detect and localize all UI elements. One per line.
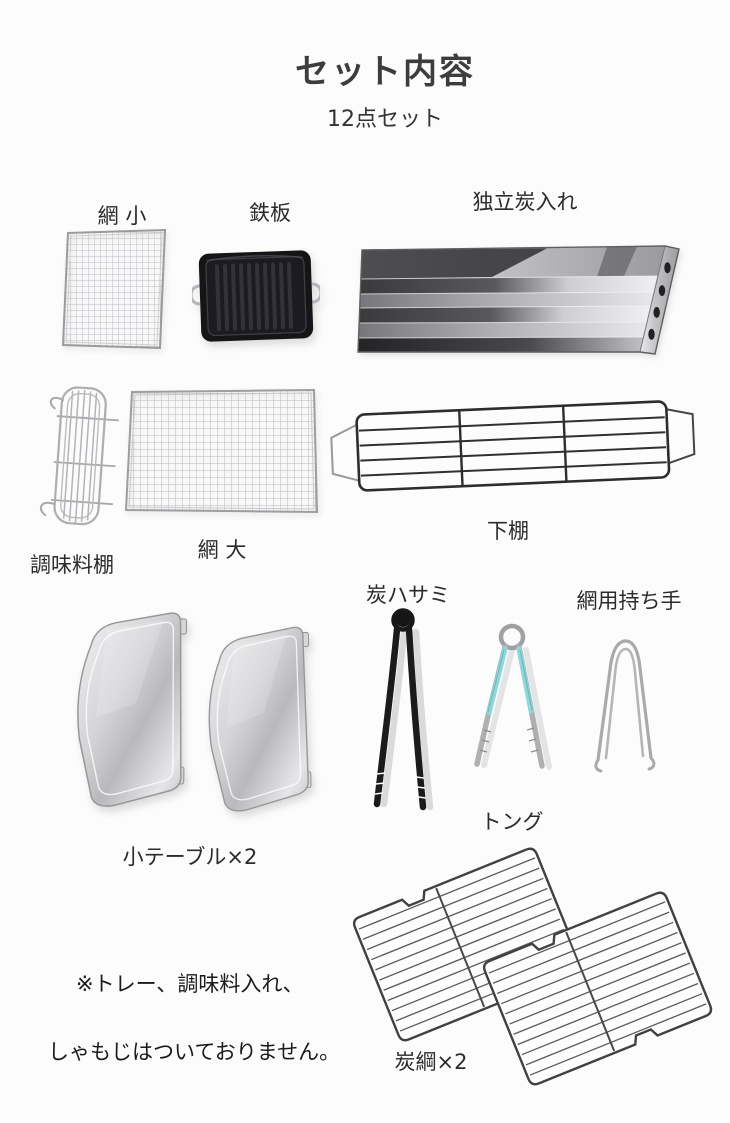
label-iron-plate: 鉄板 [249, 201, 291, 225]
label-mesh-large: 網 大 [197, 538, 247, 562]
charcoal-tongs-photo [373, 608, 434, 811]
label-lower-shelf: 下棚 [487, 519, 529, 543]
label-mesh-small: 網 小 [97, 204, 147, 228]
small-tables-photo [75, 610, 313, 813]
page-title: セット内容 [295, 52, 475, 92]
tongs-photo [474, 623, 552, 770]
label-mesh-handle: 網用持ち手 [576, 589, 682, 613]
seasoning-rack-photo [39, 386, 119, 526]
label-seasoning-rack: 調味料棚 [30, 553, 114, 577]
note-line-1: ※トレー、調味料入れ、 [76, 972, 304, 996]
label-charcoal-holder: 独立炭入れ [472, 190, 578, 214]
lower-shelf-photo [330, 400, 696, 492]
mesh-small-photo [61, 228, 167, 350]
charcoal-holder-photo [357, 245, 680, 355]
iron-plate-photo [192, 250, 320, 342]
charcoal-mesh-photo [350, 845, 715, 1088]
note-line-2: しゃもじはついておりません。 [48, 1040, 341, 1064]
label-tongs: トング [480, 810, 544, 834]
label-charcoal-tongs: 炭ハサミ [366, 583, 450, 607]
label-charcoal-mesh: 炭綱×2 [394, 1050, 468, 1074]
mesh-large-photo [124, 388, 319, 514]
label-small-table: 小テーブル×2 [122, 845, 258, 869]
mesh-handle-photo [594, 639, 656, 773]
set-count-subtitle: 12点セット [327, 107, 443, 132]
